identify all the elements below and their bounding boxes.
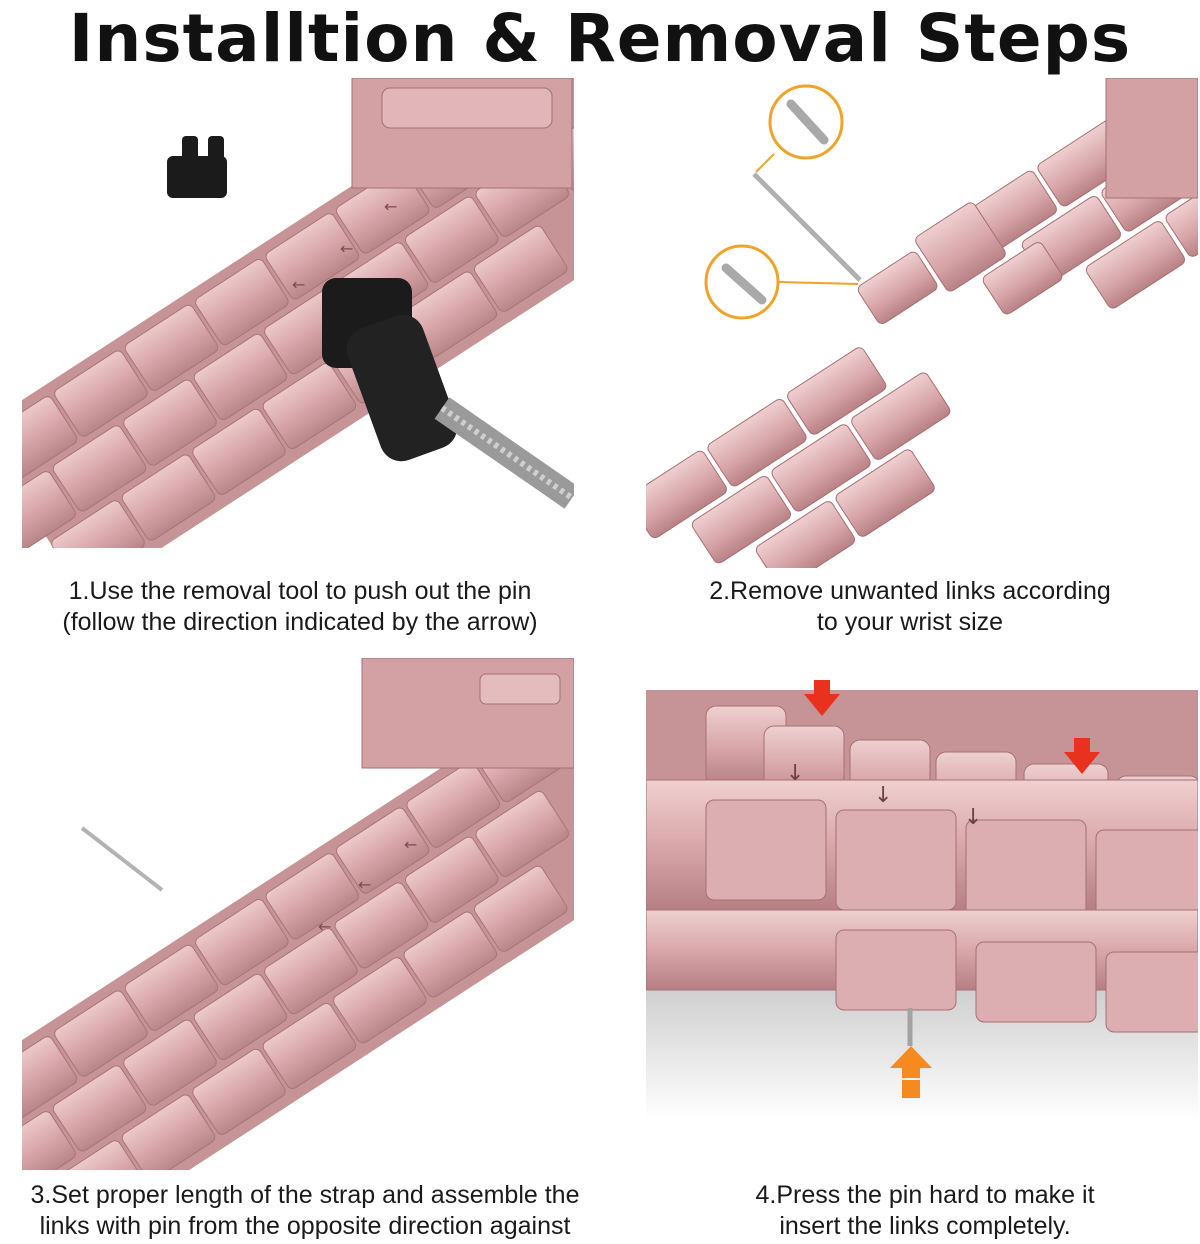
svg-text:←: ←	[318, 917, 331, 936]
step4-caption-line2: insert the links completely.	[779, 1212, 1071, 1240]
step1-illustration: ← ← ←	[22, 78, 574, 548]
step2-illustration	[646, 78, 1198, 568]
press-arrows	[804, 680, 1100, 1098]
step3-caption: 3.Set proper length of the strap and ass…	[0, 1180, 610, 1242]
step1-caption-line1: 1.Use the removal tool to push out the p…	[68, 577, 532, 605]
pin-callout-icon	[704, 84, 862, 320]
svg-text:↓: ↓	[964, 805, 982, 830]
step1-image: ← ← ←	[22, 78, 574, 548]
step3-image: ← ← ←	[22, 658, 574, 1170]
svg-text:←: ←	[340, 239, 353, 258]
step1-caption: 1.Use the removal tool to push out the p…	[0, 576, 600, 638]
step3-illustration: ← ← ←	[22, 658, 574, 1170]
svg-text:←: ←	[292, 275, 305, 294]
step1-caption-line2: (follow the direction indicated by the a…	[62, 608, 538, 636]
step2-caption: 2.Remove unwanted links according to you…	[620, 576, 1200, 638]
step4-caption-line1: 4.Press the pin hard to make it	[755, 1181, 1095, 1209]
step3-caption-line2: links with pin from the opposite directi…	[39, 1212, 571, 1240]
svg-text:←: ←	[384, 197, 397, 216]
page-title: Installtion & Removal Steps	[68, 0, 1132, 77]
step2-caption-line2: to your wrist size	[816, 608, 1004, 636]
step2-image	[646, 78, 1198, 568]
pin	[80, 826, 164, 892]
step4-image: ↓ ↓ ↓	[646, 680, 1198, 1176]
clasp	[361, 658, 574, 769]
svg-text:←: ←	[358, 875, 371, 894]
svg-text:←: ←	[404, 835, 417, 854]
svg-text:↓: ↓	[786, 761, 804, 786]
step3-caption-line1: 3.Set proper length of the strap and ass…	[30, 1181, 580, 1209]
svg-text:↓: ↓	[874, 783, 892, 808]
step4-illustration: ↓ ↓ ↓	[646, 680, 1198, 1120]
step4-caption: 4.Press the pin hard to make it insert t…	[620, 1180, 1200, 1242]
removal-tool-icon	[167, 136, 574, 509]
step2-caption-line1: 2.Remove unwanted links according	[709, 577, 1111, 605]
